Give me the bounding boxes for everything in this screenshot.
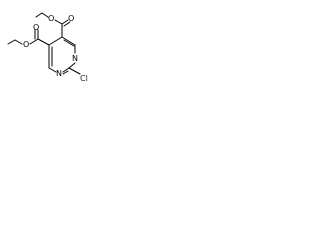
bond-ring-n3-c4 [48, 67, 57, 73]
bond-o-link-ethyl-ch2 [41, 12, 49, 18]
atom-labels: O O O O N N Cl [23, 14, 88, 83]
atom-n-ring-top: N [72, 54, 78, 63]
bond-carbonyl-to-o-link [54, 19, 63, 25]
bond-carbonyl-to-o-link-left [29, 38, 39, 45]
atom-cl: Cl [80, 74, 88, 83]
bond-c4-carbonyl-c [37, 38, 50, 46]
bond-ring-c5-c6-double [63, 39, 75, 47]
molecule-structure: O O O O N N Cl [7, 12, 88, 83]
upper-ester-group [35, 12, 71, 38]
bond-ring-c5-c6 [61, 36, 76, 46]
atom-o-left-link: O [23, 40, 29, 49]
atom-n-ring-bottom: N [56, 69, 62, 78]
bond-carbonyl-to-o-double-2 [63, 21, 71, 27]
left-ester-group [7, 29, 50, 46]
atom-o-upper-link: O [48, 14, 54, 23]
bond-carbonyl-to-o-double [61, 19, 69, 25]
bond-ring-c5-top [48, 36, 63, 46]
atom-o-upper-carbonyl: O [68, 14, 74, 23]
bond-o-link-left-ethyl-ch2 [14, 39, 23, 45]
pyrimidine-ring [48, 36, 76, 75]
bond-ethyl-ch2-ch3 [35, 12, 43, 18]
bond-ring-c2-n3-double [62, 70, 69, 75]
atom-o-left-carbonyl: O [33, 23, 39, 32]
bond-ring-c2-n3 [62, 67, 70, 73]
bond-left-ethyl-ch2-ch3 [7, 39, 16, 45]
bond-ring-n1-c2 [68, 62, 76, 69]
bond-c2-cl [68, 67, 81, 75]
